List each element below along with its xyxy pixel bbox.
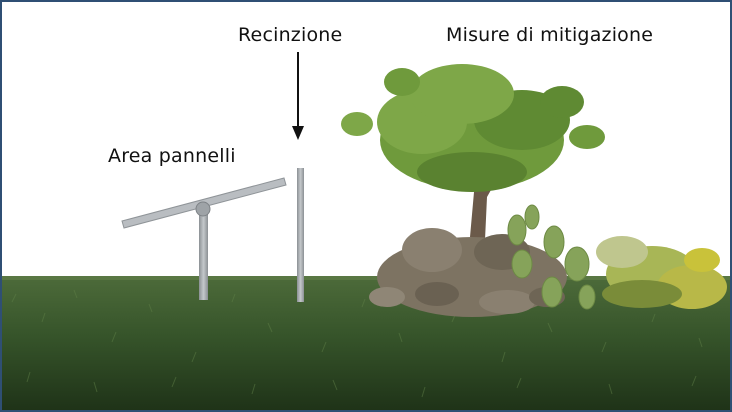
arrow-down-icon (292, 52, 304, 140)
fence-label: Recinzione (238, 24, 343, 46)
mitigation-label: Misure di mitigazione (446, 24, 654, 46)
panels-area-label: Area pannelli (108, 145, 236, 167)
fence-post (297, 168, 304, 302)
mitigation-vegetation (341, 64, 727, 317)
solar-panel-tracker (121, 177, 287, 300)
